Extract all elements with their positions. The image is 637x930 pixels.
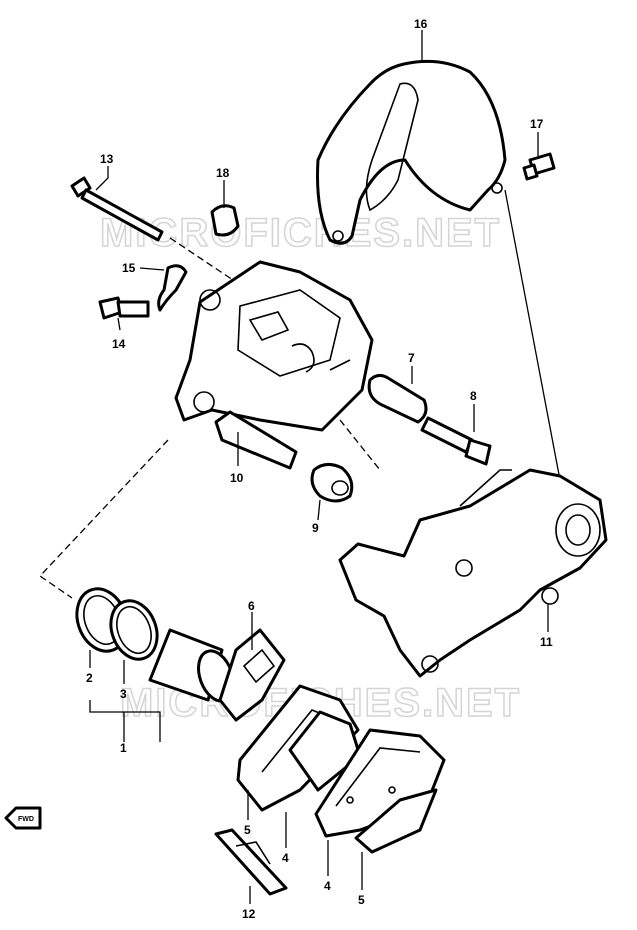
leader-9 [317, 499, 321, 521]
part-14-bleeder-valve [98, 296, 150, 320]
callout-12: 12 [242, 907, 256, 921]
callout-5a: 5 [244, 823, 251, 837]
fwd-arrow-icon: FWD [4, 806, 42, 830]
callout-6: 6 [248, 599, 255, 613]
part-15-clip [157, 264, 188, 312]
part-13-pin-bolt [70, 176, 164, 242]
part-16-caliper-stay [316, 59, 561, 481]
callout-9: 9 [312, 521, 319, 535]
leader-14 [117, 317, 121, 331]
leader-15 [139, 267, 165, 271]
caliper-bracket [338, 468, 608, 678]
callout-11: 11 [540, 635, 553, 649]
part-6-shim [218, 628, 286, 722]
brake-pad-inner-plate [288, 710, 362, 792]
part-18-cap [210, 204, 240, 237]
watermark-top: MICROFICHES.NET [100, 211, 501, 255]
callout-4a: 4 [282, 851, 289, 865]
callout-13: 13 [100, 152, 114, 166]
callout-18: 18 [216, 166, 230, 180]
callout-3: 3 [120, 687, 127, 701]
callout-8: 8 [470, 389, 477, 403]
callout-10: 10 [230, 471, 244, 485]
callout-1: 1 [120, 741, 127, 755]
part-9-boot [310, 463, 354, 503]
callout-17: 17 [530, 117, 544, 131]
alignment-line-piston [39, 439, 169, 599]
part-8-bolt [420, 416, 492, 466]
leader-13 [95, 166, 109, 191]
alignment-line-bolt [169, 237, 246, 289]
callout-14: 14 [112, 337, 126, 351]
part-3-dust-seal [109, 599, 159, 661]
part-10-slide-pin [214, 410, 298, 470]
part-7-sleeve [367, 373, 428, 424]
part-17-bolt [522, 152, 556, 181]
callout-15: 15 [122, 261, 136, 275]
callout-2: 2 [86, 671, 93, 685]
leader-1-bracket [89, 700, 161, 742]
callout-4b: 4 [324, 879, 331, 893]
alignment-line-pin [339, 419, 381, 471]
callout-7: 7 [408, 351, 415, 365]
callout-16: 16 [414, 17, 428, 31]
callout-5b: 5 [358, 893, 365, 907]
fwd-label: FWD [18, 816, 34, 823]
brake-pad-outer-plate [354, 788, 438, 854]
caliper-body [174, 260, 374, 432]
part-12-pad-spring [214, 828, 288, 896]
